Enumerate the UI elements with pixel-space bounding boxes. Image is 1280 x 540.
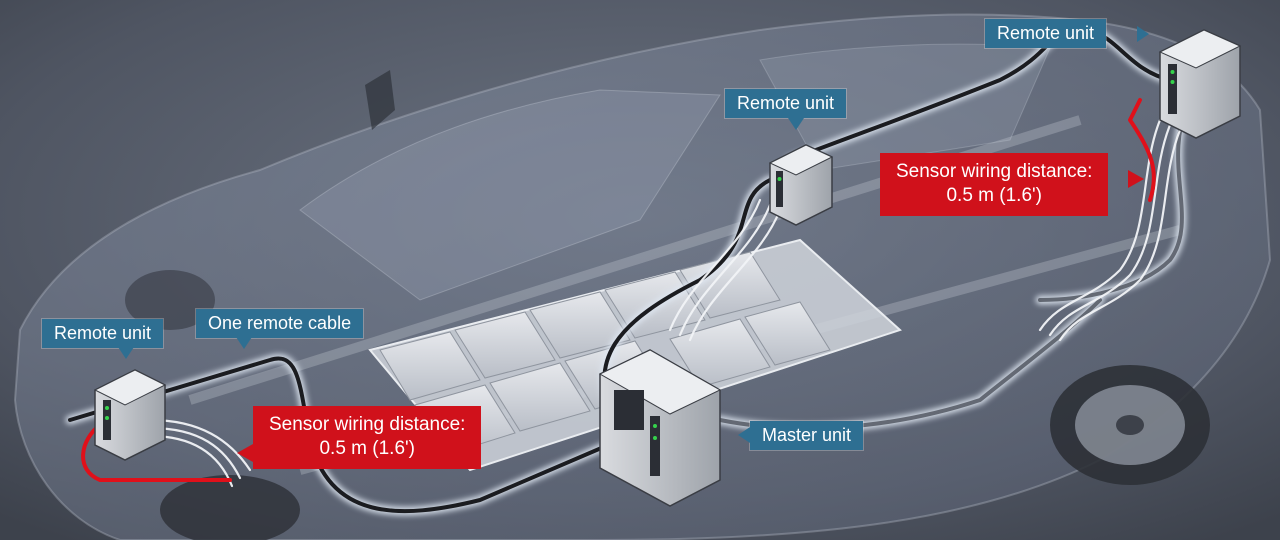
sensor-wiring-callout-right-line1: Sensor wiring distance: [896,161,1093,182]
remote-unit-right-label: Remote unit [985,19,1107,48]
remote-unit-left-label-pointer [118,347,134,359]
master-unit-label-pointer [738,427,750,443]
one-remote-cable-label: One remote cable [196,309,364,338]
sensor-wire-right [1128,98,1156,202]
sensor-wiring-callout-right-line2: 0.5 m (1.6') [946,185,1042,206]
remote-unit-right-label-pointer [1137,26,1149,42]
remote-unit-right-device [1158,29,1242,139]
remote-unit-center-label: Remote unit [725,89,847,118]
master-unit-device [598,349,722,507]
sensor-wiring-callout-left-pointer [237,444,253,462]
sensor-wiring-callout-right-pointer [1128,170,1144,188]
remote-unit-left-device [93,369,167,461]
remote-unit-center-label-pointer [788,118,804,130]
master-unit-label: Master unit [750,421,864,450]
sensor-wiring-callout-left-line1: Sensor wiring distance: [269,414,466,435]
sensor-wiring-callout-left-line2: 0.5 m (1.6') [319,438,415,459]
sensor-wiring-callout-right: Sensor wiring distance: 0.5 m (1.6') [880,153,1109,216]
remote-unit-center-device [768,144,834,226]
one-remote-cable-label-pointer [236,337,252,349]
sensor-wiring-callout-left: Sensor wiring distance: 0.5 m (1.6') [253,406,482,469]
remote-cable-right [788,26,1172,162]
sensor-wire-left [81,423,232,482]
remote-unit-left-label: Remote unit [42,319,164,348]
